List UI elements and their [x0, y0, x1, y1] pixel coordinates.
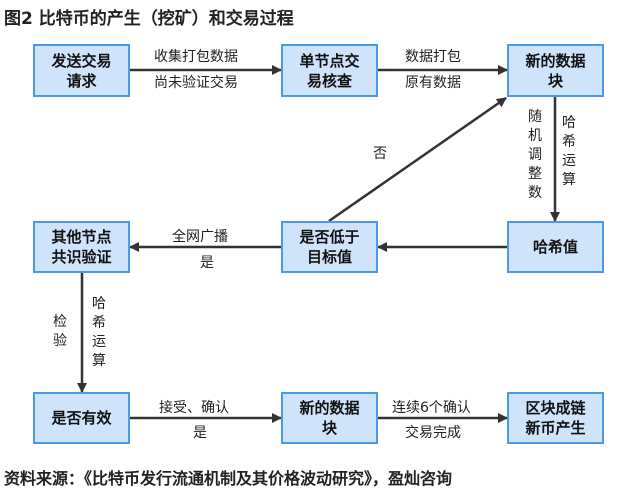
node-label: 是否低于目标值 [299, 228, 360, 266]
node-hash-value: 哈希值 [507, 221, 604, 273]
edge-label-yes-valid: 是 [193, 425, 207, 441]
node-other-nodes-verify: 其他节点共识验证 [33, 221, 130, 273]
node-label: 新的数据块 [299, 399, 360, 437]
edge-label-random-nonce: 随机调整数 [528, 109, 542, 201]
node-label: 单节点交易核查 [299, 51, 360, 90]
node-label: 其他节点共识验证 [51, 228, 112, 266]
node-below-target: 是否低于目标值 [281, 221, 378, 273]
node-send-transaction: 发送交易请求 [33, 44, 130, 97]
node-label: 新的数据块 [525, 51, 586, 90]
edge-label-pack: 数据打包 [405, 49, 461, 65]
edge-label-tx-complete: 交易完成 [405, 425, 461, 441]
node-label: 发送交易请求 [51, 51, 112, 90]
edge-label-unverified: 尚未验证交易 [154, 75, 238, 91]
node-label: 哈希值 [532, 238, 578, 256]
node-label: 是否有效 [51, 409, 112, 427]
edge-label-accept-confirm: 接受、确认 [159, 400, 229, 416]
node-label: 区块成链新币产生 [525, 399, 586, 437]
edge-label-collect: 收集打包数据 [154, 49, 238, 65]
edge-label-check: 检验 [53, 314, 67, 349]
edge-label-six-confirmations: 连续6个确认 [392, 400, 471, 416]
edge-label-broadcast: 全网广播 [172, 229, 228, 245]
node-single-node-check: 单节点交易核查 [281, 44, 378, 97]
node-chain-new-coin: 区块成链新币产生 [507, 392, 604, 444]
node-new-block-bottom: 新的数据块 [281, 392, 378, 444]
node-new-block-top: 新的数据块 [507, 44, 604, 97]
edge-label-hash-op-left: 哈希运算 [92, 296, 106, 369]
node-is-valid: 是否有效 [33, 392, 130, 444]
figure-title: 图2 比特币的产生（挖矿）和交易过程 [4, 9, 294, 29]
edge-label-yes-broadcast: 是 [200, 255, 214, 271]
edge-label-hash-op-right: 哈希运算 [562, 115, 576, 188]
edge-label-original-data: 原有数据 [405, 75, 461, 91]
edge-label-no: 否 [373, 146, 387, 162]
source-note: 资料来源：《比特币发行流通机制及其价格波动研究》，盈灿咨询 [4, 469, 453, 488]
arrow-target-to-block-no [328, 96, 507, 223]
